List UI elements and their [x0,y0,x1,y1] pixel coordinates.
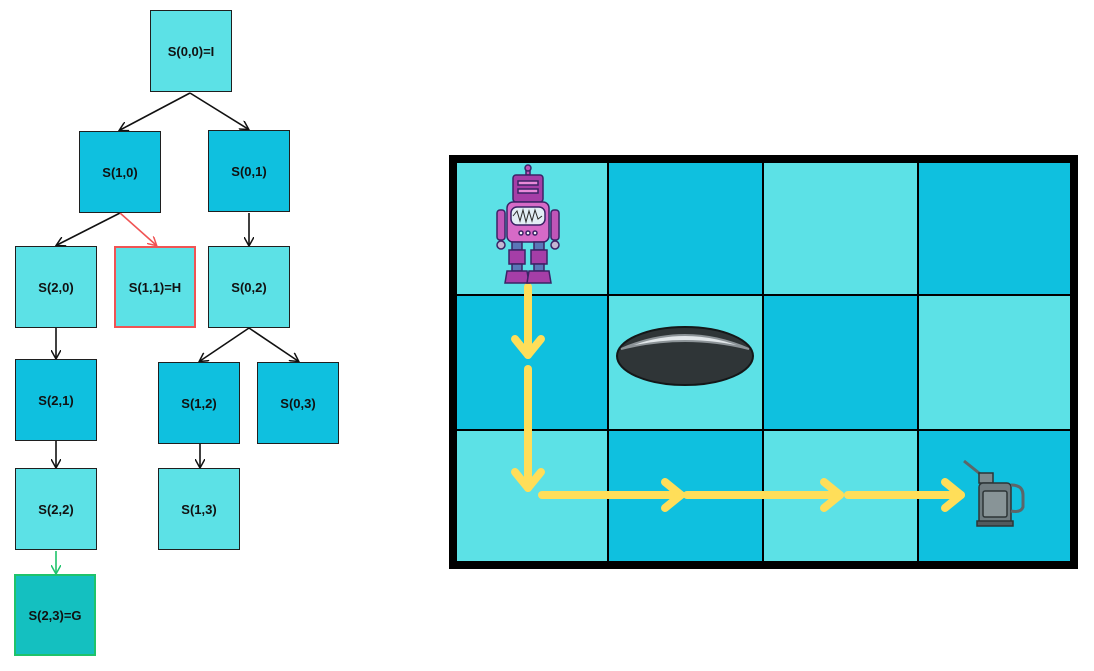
edge-s02-s03 [248,327,298,361]
hole-icon [616,326,754,386]
tree-node-label: S(1,1)=H [128,279,182,295]
tree-node-s02: S(0,2) [208,246,290,328]
tree-node-s23-goal: S(2,3)=G [14,574,96,656]
path-arrow-down-2-head [511,468,545,492]
tree-node-s22: S(2,2) [15,468,97,550]
oil-can-icon [963,459,1025,527]
tree-node-label: S(0,1) [231,163,267,179]
tree-node-s12: S(1,2) [158,362,240,444]
tree-node-s11-hole: S(1,1)=H [114,246,196,328]
grid-cell-1-2 [764,296,917,429]
tree-node-label: S(0,3) [280,395,316,411]
grid-cell-0-2 [764,163,917,294]
tree-node-label: S(2,0) [38,279,74,295]
tree-node-label: S(2,3)=G [28,607,82,623]
tree-node-s20: S(2,0) [15,246,97,328]
tree-node-label: S(1,3) [181,501,217,517]
tree-node-s10: S(1,0) [79,131,161,213]
tree-node-s00: S(0,0)=I [150,10,232,92]
edge-s02-s12 [200,327,250,361]
edge-s00-s01 [189,92,248,129]
path-arrow-down-1-head [511,335,545,359]
tree-node-s13: S(1,3) [158,468,240,550]
grid-cell-1-3 [919,296,1070,429]
robot-icon [496,164,560,284]
tree-node-label: S(1,0) [102,164,138,180]
grid-cell-0-1 [609,163,762,294]
grid-overlay [496,164,1025,527]
edge-s10-s20 [57,212,121,245]
path-arrows [511,283,965,512]
path-arrow-right-3-head [941,478,965,512]
tree-node-label: S(1,2) [181,395,217,411]
path-arrow-right-1-head [661,478,685,512]
grid-cell-0-3 [919,163,1070,294]
edge-s10-s11-hole [119,212,156,245]
path-arrow-right-2-head [820,478,844,512]
tree-node-s21: S(2,1) [15,359,97,441]
tree-node-s01: S(0,1) [208,130,290,212]
edge-s00-s10 [120,92,191,130]
tree-node-label: S(2,2) [38,501,74,517]
tree-node-label: S(2,1) [38,392,74,408]
tree-node-label: S(0,0)=I [167,43,215,59]
tree-node-label: S(0,2) [231,279,267,295]
tree-node-s03: S(0,3) [257,362,339,444]
